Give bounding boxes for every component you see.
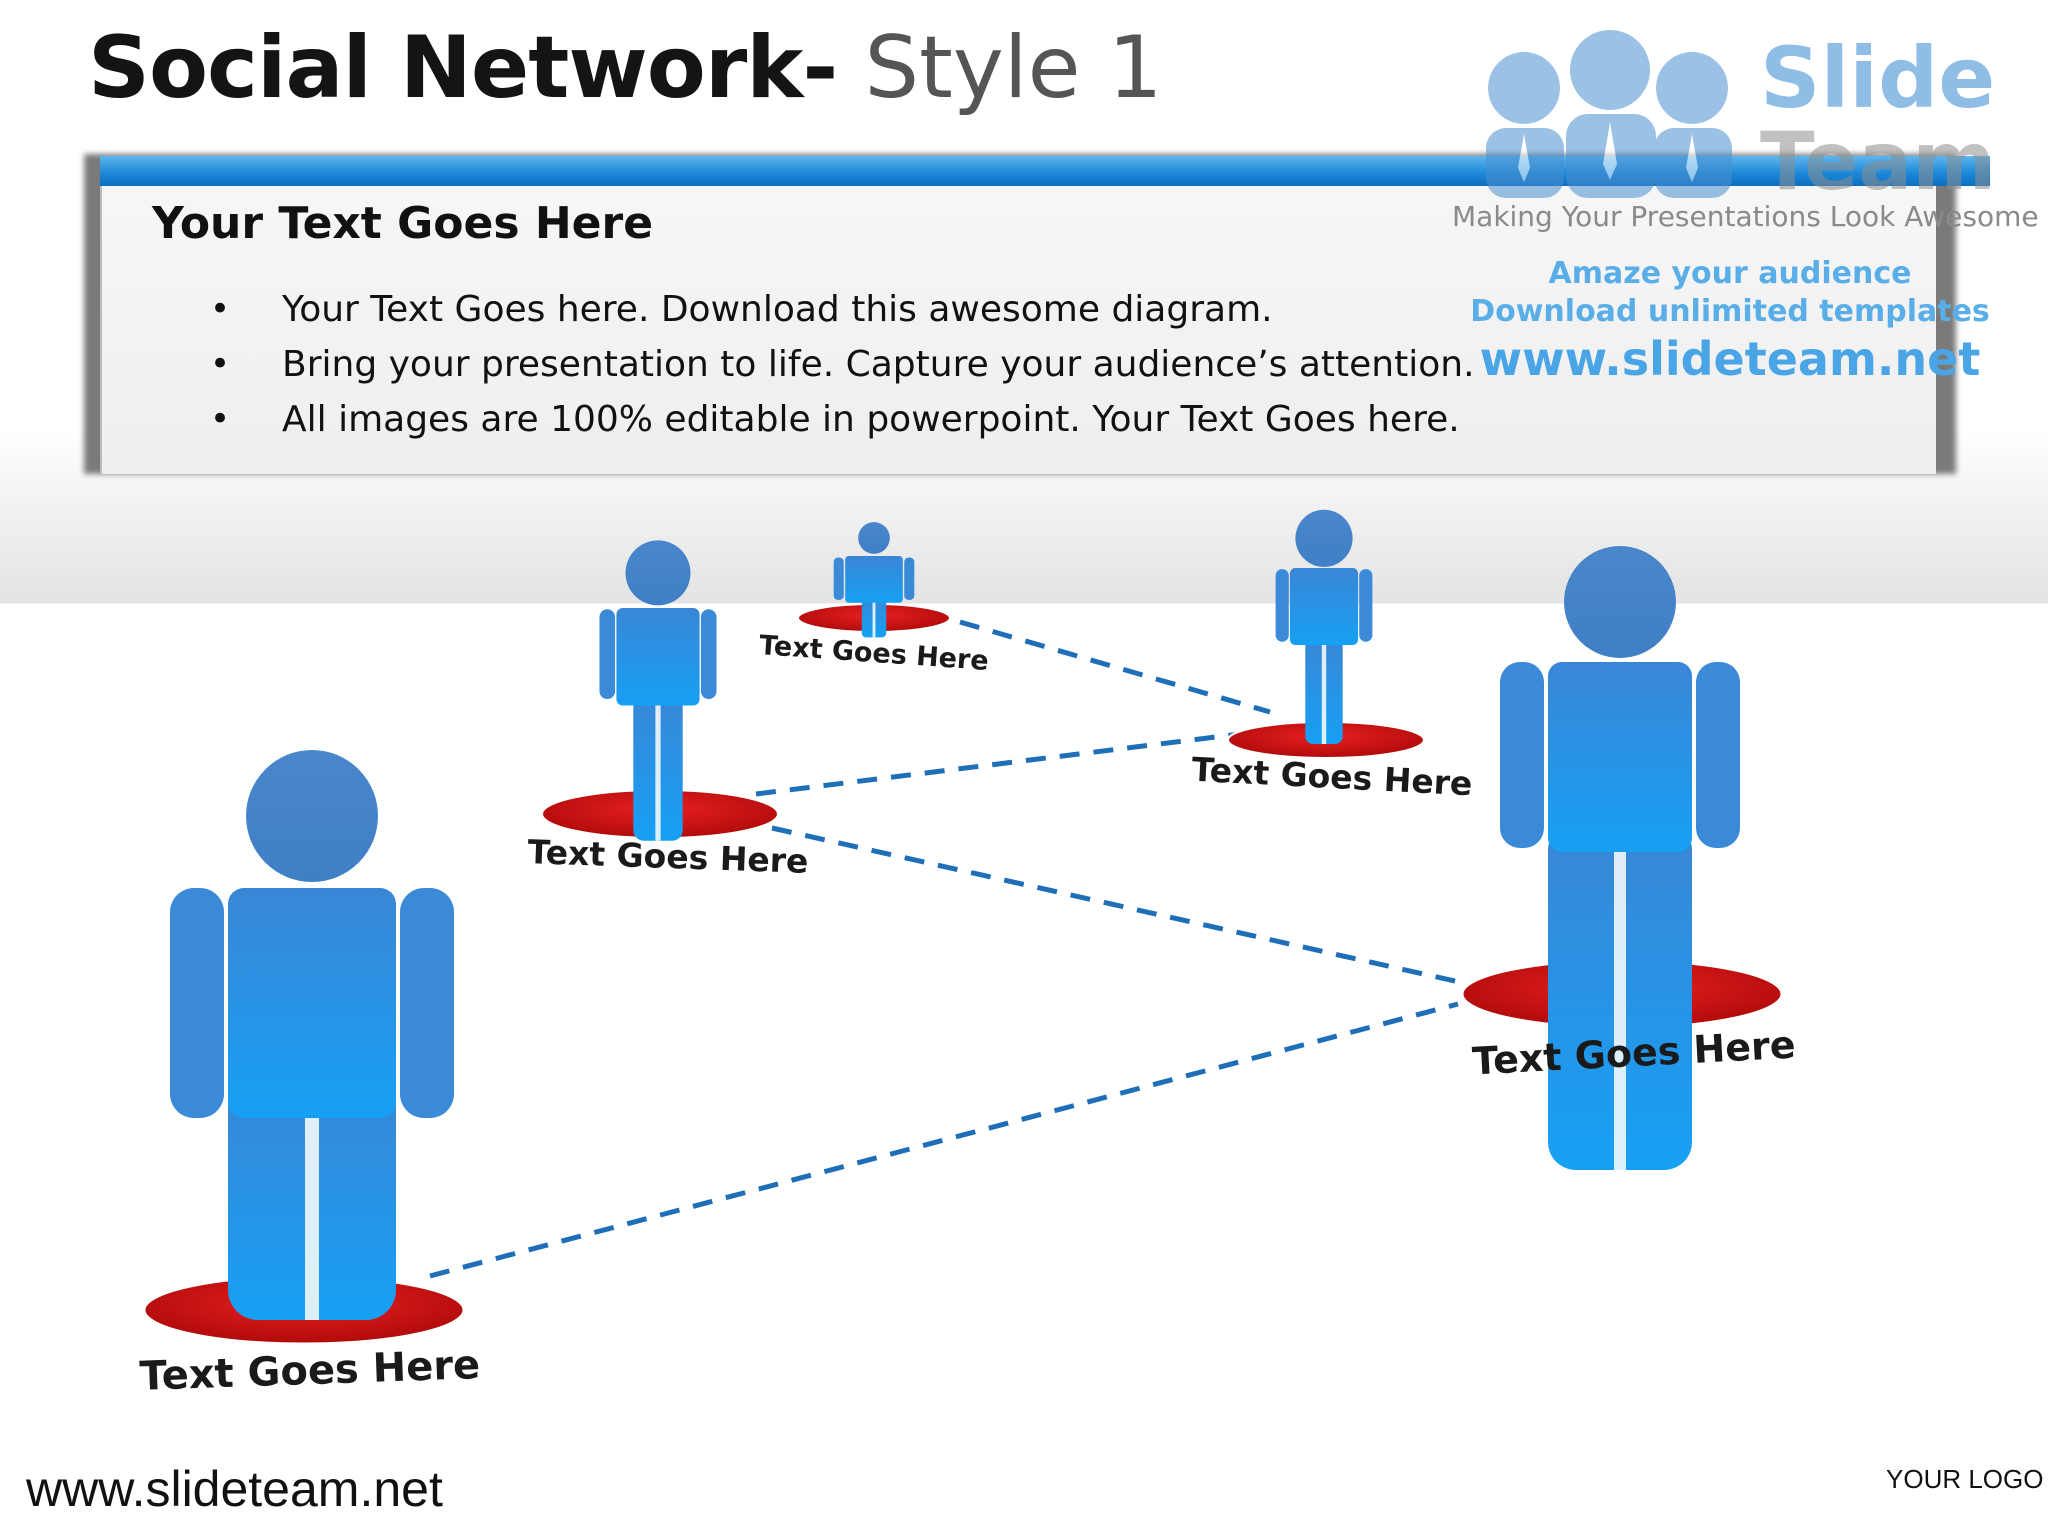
connector-line xyxy=(429,1001,1459,1279)
title-main: Social Network- xyxy=(88,18,838,118)
connector-lines xyxy=(429,619,1469,1279)
watermark-download-text: Download unlimited templates xyxy=(1470,294,1990,329)
bullet-list: • Your Text Goes here. Download this awes… xyxy=(210,282,1475,447)
bullet-dot-icon: • xyxy=(210,399,231,439)
text-panel xyxy=(100,164,1936,474)
person-icon xyxy=(1275,509,1373,744)
watermark-brand-slide: Slide xyxy=(1760,29,1996,127)
node-label: Text Goes Here xyxy=(1471,1023,1796,1084)
watermark-brand-team: Team xyxy=(1760,115,1996,208)
node-label: Text Goes Here xyxy=(758,630,990,677)
person-icon xyxy=(170,750,454,1320)
person-icon xyxy=(833,522,915,638)
bullet-dot-icon: • xyxy=(210,344,231,384)
bullet-item: • All images are 100% editable in powerpo… xyxy=(210,392,1475,447)
person-icon xyxy=(599,540,717,841)
network-node: Text Goes Here xyxy=(527,540,809,881)
bullet-text: Bring your presentation to life. Capture… xyxy=(282,344,1475,385)
node-label: Text Goes Here xyxy=(139,1342,481,1400)
slideteam-watermark: Slide Team Making Your Presentations Loo… xyxy=(1452,18,2039,386)
network-node: Text Goes Here xyxy=(1460,546,1797,1170)
footer-url: www.slideteam.net xyxy=(26,1461,443,1517)
bullet-item: • Your Text Goes here. Download this awes… xyxy=(210,282,1475,337)
person-icon xyxy=(1500,546,1740,1170)
people-logo-icon xyxy=(1486,30,1732,198)
network-node: Text Goes Here xyxy=(139,750,481,1400)
title-sub: Style 1 xyxy=(837,18,1163,118)
node-label: Text Goes Here xyxy=(527,832,809,881)
footer-logo-placeholder: YOUR LOGO xyxy=(1886,1464,2044,1494)
watermark-tagline: Making Your Presentations Look Awesome xyxy=(1452,200,2039,233)
network-node: Text Goes Here xyxy=(1191,509,1474,804)
watermark-url: www.slideteam.net xyxy=(1479,332,1981,386)
connector-line xyxy=(771,825,1469,987)
network-node: Text Goes Here xyxy=(758,522,990,677)
bullet-item: • Bring your presentation to life. Captur… xyxy=(210,337,1475,392)
slide-title: Social Network- Style 1 xyxy=(88,18,1163,118)
bullet-text: All images are 100% editable in powerpoi… xyxy=(282,399,1460,440)
node-label: Text Goes Here xyxy=(1191,750,1474,804)
bullet-text: Your Text Goes here. Download this aweso… xyxy=(282,289,1273,330)
panel-heading: Your Text Goes Here xyxy=(152,198,654,249)
watermark-amaze-text: Amaze your audience xyxy=(1548,256,1912,291)
connector-line xyxy=(755,731,1241,797)
bullet-dot-icon: • xyxy=(210,289,231,329)
connector-line xyxy=(959,619,1271,715)
